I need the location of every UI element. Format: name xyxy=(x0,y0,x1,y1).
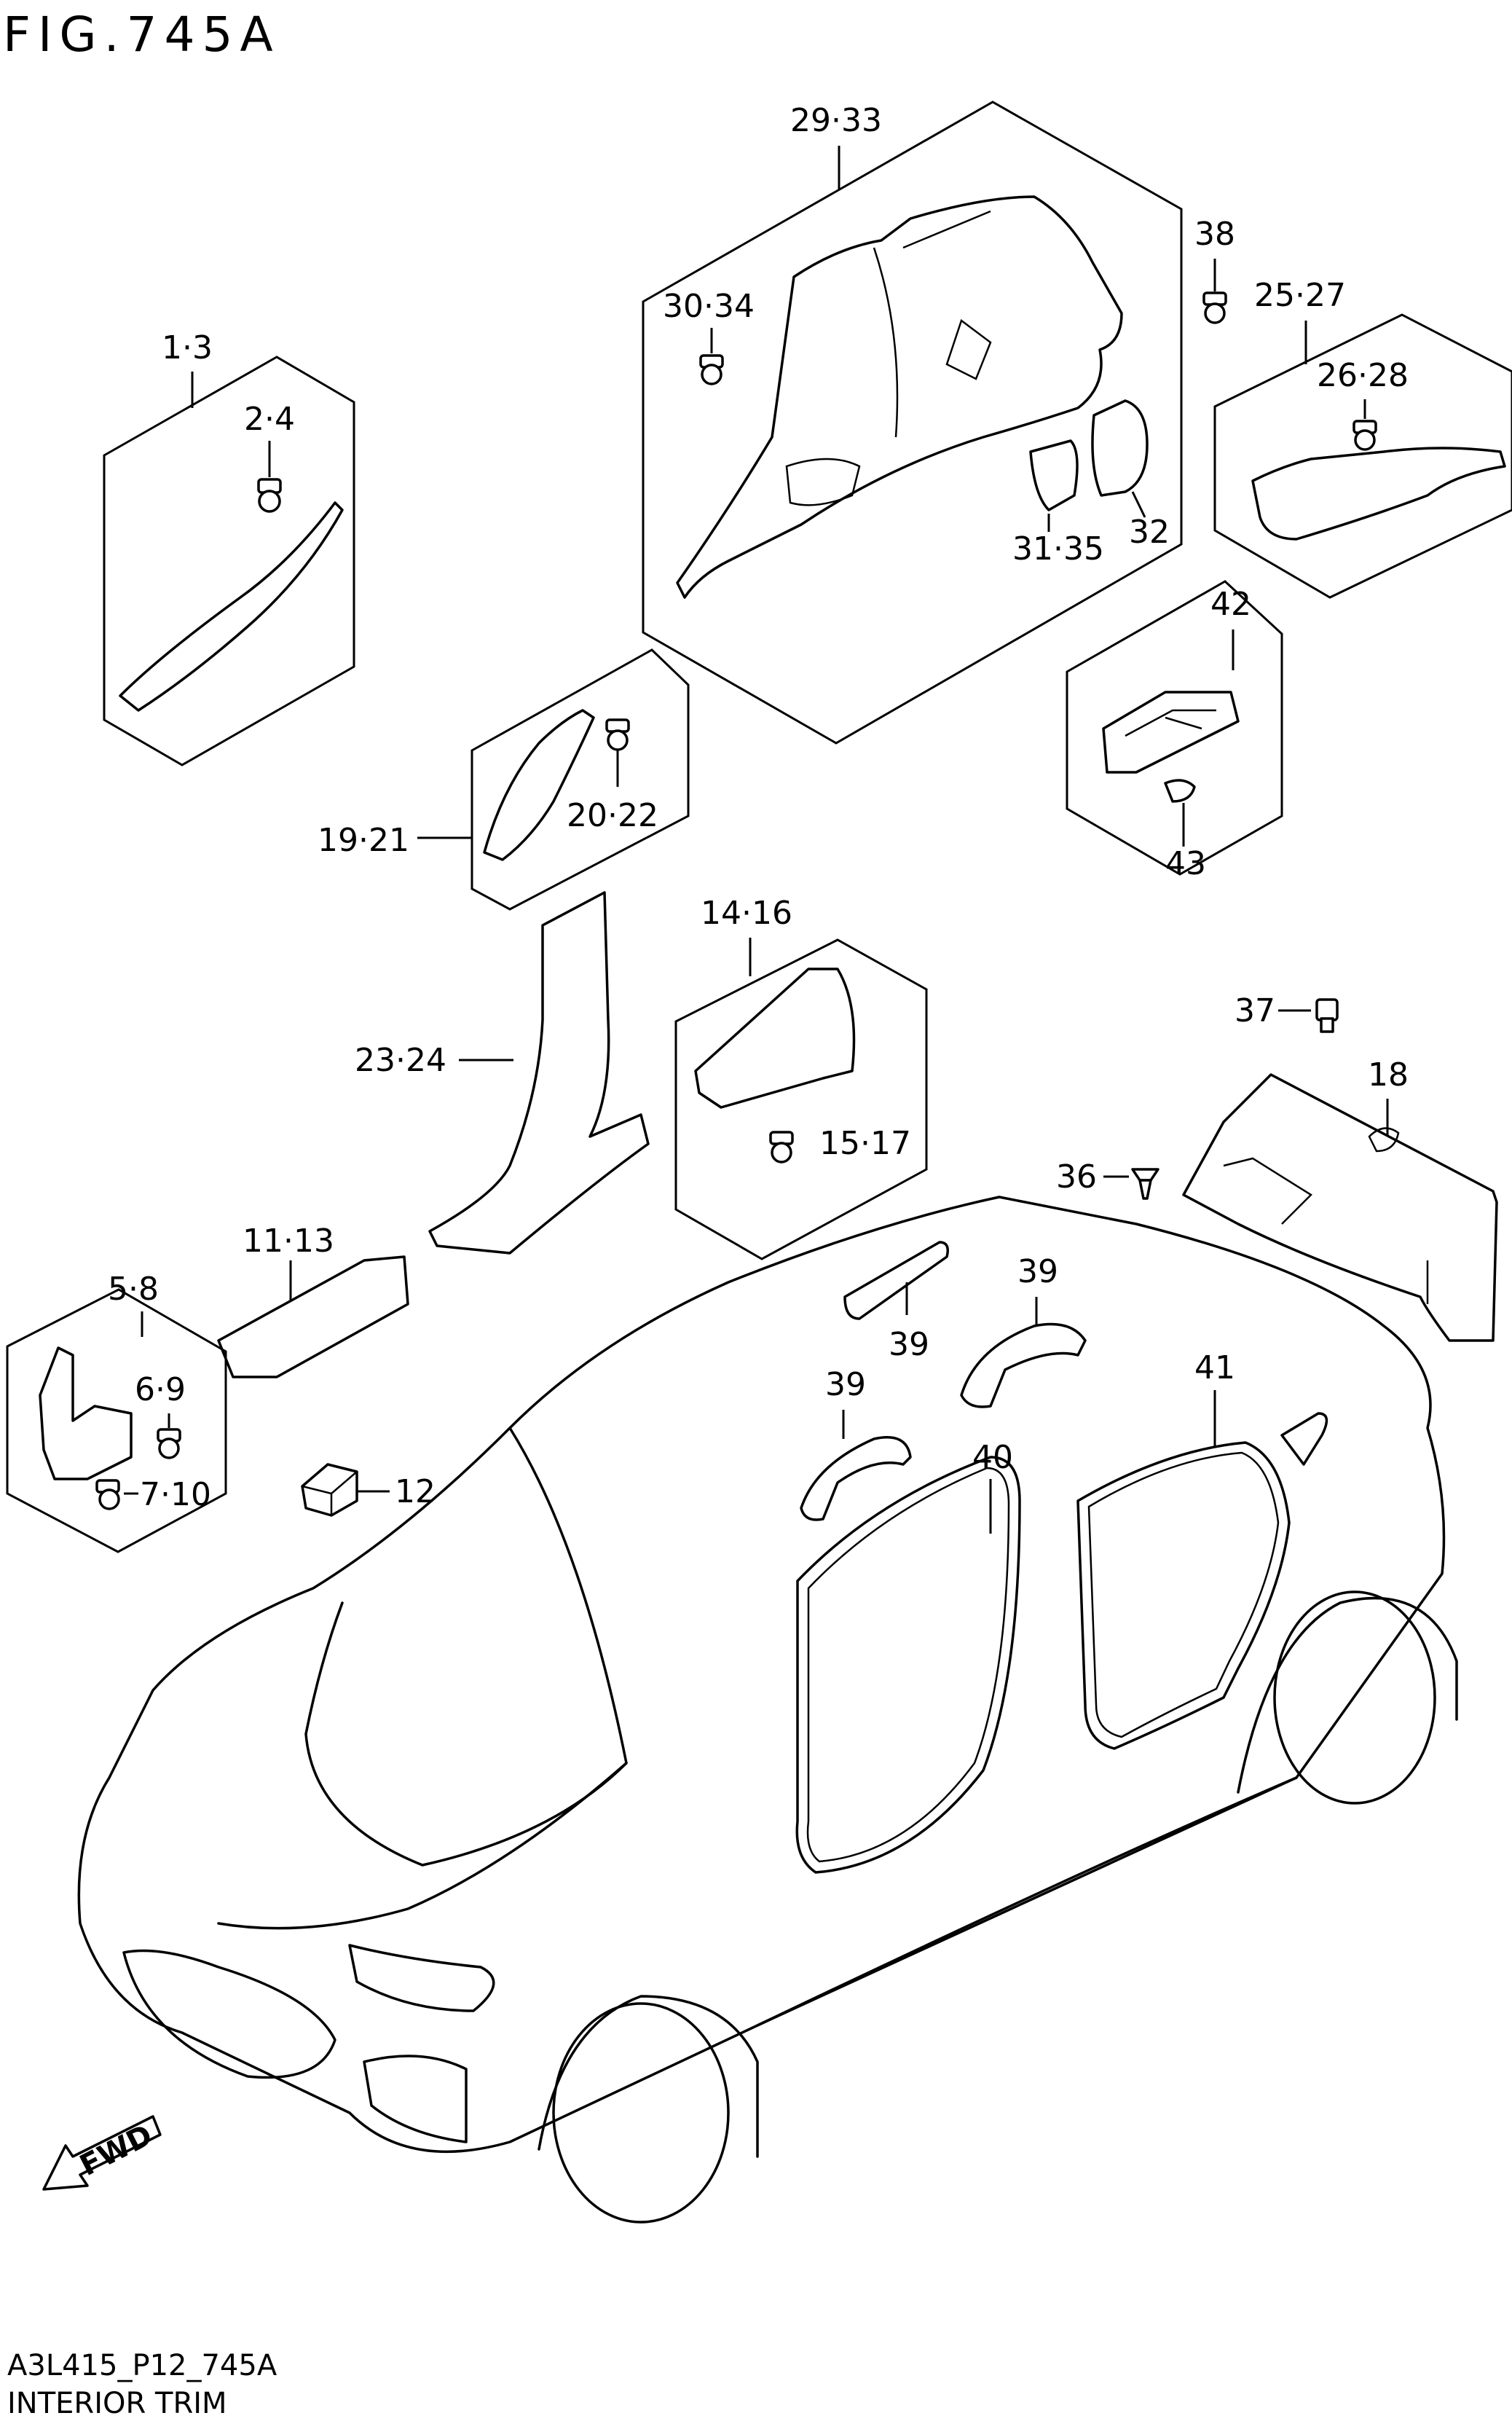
clip-7-10 xyxy=(95,1479,120,1510)
bulb-43 xyxy=(1164,779,1196,803)
callout-29-33: 29·33 xyxy=(790,102,882,139)
callout-41: 41 xyxy=(1194,1349,1235,1386)
scuff-plate-11-13 xyxy=(217,1255,409,1378)
callout-14-16: 14·16 xyxy=(701,895,792,932)
callout-18: 18 xyxy=(1368,1056,1409,1094)
group-box-42 xyxy=(1066,580,1283,876)
clip-36 xyxy=(1131,1168,1159,1200)
callout-39-b: 39 xyxy=(1017,1253,1058,1290)
callout-39-a: 39 xyxy=(889,1326,929,1363)
quarter-trim-29-33 xyxy=(676,195,1123,599)
trim-18 xyxy=(1182,1073,1498,1342)
forward-arrow-icon: FWD xyxy=(42,2115,162,2191)
callout-36: 36 xyxy=(1056,1158,1097,1196)
group-box-14-16 xyxy=(674,938,928,1260)
callout-39-c: 39 xyxy=(825,1366,866,1403)
clip-6-9 xyxy=(157,1428,181,1459)
clip-12 xyxy=(301,1463,358,1517)
callout-32: 32 xyxy=(1129,514,1170,551)
callout-42: 42 xyxy=(1210,586,1251,623)
trim-14-16 xyxy=(694,968,856,1109)
door-weatherstrip-41 xyxy=(1076,1441,1291,1750)
car-body-outline xyxy=(77,1196,1458,2224)
callout-2-4: 2·4 xyxy=(244,401,295,438)
figure-code: A3L415_P12_745A xyxy=(7,2349,277,2382)
door-weatherstrip-40 xyxy=(795,1456,1021,1874)
assist-grip-39-b xyxy=(960,1322,1087,1408)
callout-12: 12 xyxy=(395,1473,436,1510)
kick-panel-5-8 xyxy=(39,1346,133,1480)
cover-32 xyxy=(1091,399,1149,497)
callout-6-9: 6·9 xyxy=(135,1371,186,1408)
a-pillar-trim-1-3 xyxy=(119,501,344,712)
b-pillar-trim-23-24 xyxy=(428,891,650,1255)
figure-name: INTERIOR TRIM xyxy=(7,2387,227,2420)
fwd-label: FWD xyxy=(75,2118,158,2182)
callout-11-13: 11·13 xyxy=(243,1223,334,1260)
clip-15-17 xyxy=(769,1131,794,1164)
callout-20-22: 20·22 xyxy=(567,797,658,834)
figure-title: FIG.745A xyxy=(3,7,280,63)
callout-30-34: 30·34 xyxy=(663,288,755,325)
clip-2-4 xyxy=(257,478,282,513)
clip-20-22 xyxy=(605,718,630,751)
bolt-37 xyxy=(1315,998,1339,1033)
clip-30-34 xyxy=(699,354,724,385)
callout-7-10: 7·10 xyxy=(140,1476,211,1513)
clip-26-28 xyxy=(1352,420,1377,451)
assist-grip-39-a xyxy=(843,1241,949,1320)
cover-31-35 xyxy=(1029,439,1079,511)
group-box-25-27 xyxy=(1213,313,1512,599)
callout-1-3: 1·3 xyxy=(162,329,213,366)
callout-15-17: 15·17 xyxy=(819,1125,911,1162)
callout-5-8: 5·8 xyxy=(108,1271,159,1308)
assist-grip-39-c xyxy=(800,1436,912,1521)
callout-31-35: 31·35 xyxy=(1012,530,1104,568)
callout-43: 43 xyxy=(1165,845,1206,882)
callout-26-28: 26·28 xyxy=(1317,357,1409,394)
group-box-1-3 xyxy=(103,356,355,766)
callout-19-21: 19·21 xyxy=(318,822,409,859)
callout-37: 37 xyxy=(1235,992,1275,1029)
trim-19-21 xyxy=(483,709,595,861)
lamp-42 xyxy=(1102,691,1240,774)
group-box-19-21 xyxy=(470,648,690,911)
trim-25-27 xyxy=(1251,447,1506,541)
clip-38 xyxy=(1202,291,1227,324)
callout-38: 38 xyxy=(1194,216,1235,253)
callout-25-27: 25·27 xyxy=(1254,277,1346,314)
callout-23-24: 23·24 xyxy=(355,1042,446,1079)
leader-32 xyxy=(1131,491,1146,518)
group-box-29-33 xyxy=(642,101,1183,745)
callout-40: 40 xyxy=(972,1439,1013,1476)
group-box-5-8 xyxy=(6,1288,227,1553)
